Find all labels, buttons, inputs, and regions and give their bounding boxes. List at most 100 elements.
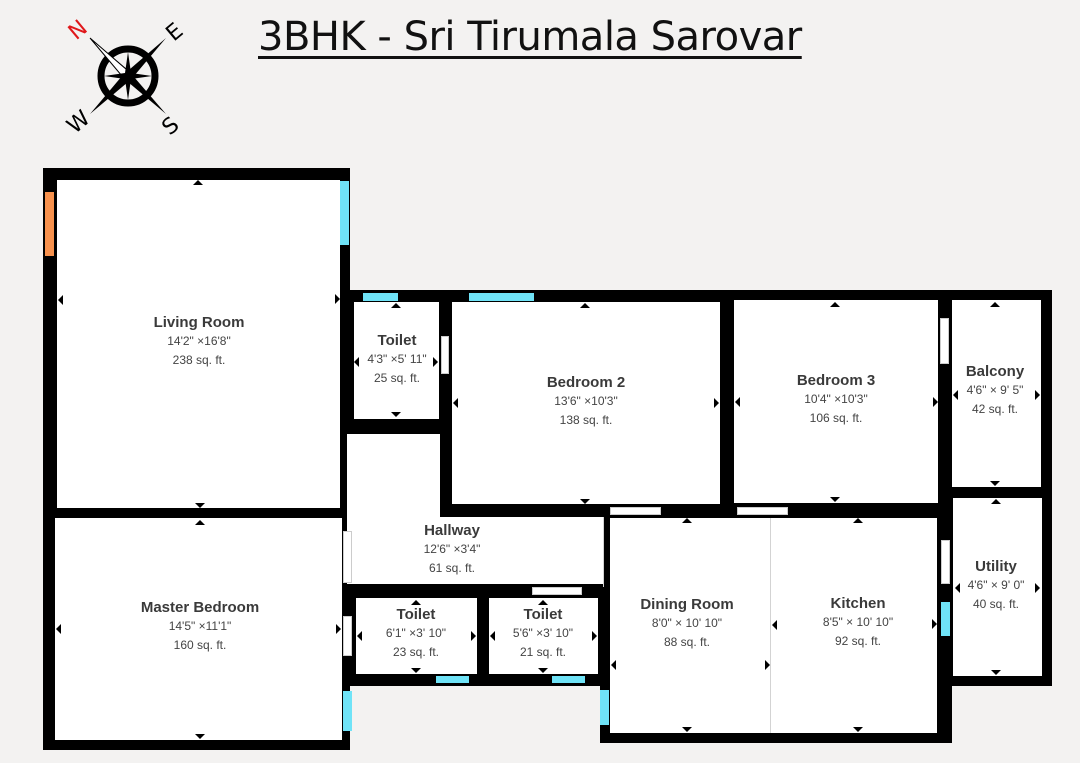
dimension-arrow-icon	[765, 660, 770, 670]
room-area: 21 sq. ft.	[519, 645, 567, 659]
room-label-bedroom-3: Bedroom 3 10'4" ×10'3" 106 sq. ft.	[797, 371, 875, 428]
room-name: Hallway	[424, 522, 480, 539]
room-area: 23 sq. ft.	[392, 645, 440, 659]
dimension-arrow-icon	[354, 357, 359, 367]
room-name: Toilet	[523, 606, 563, 623]
dimension-arrow-icon	[538, 668, 548, 673]
dimension-arrow-icon	[990, 481, 1000, 486]
dimension-arrow-icon	[932, 619, 937, 629]
room-living-room	[57, 180, 340, 508]
window-dining-room	[600, 690, 609, 725]
room-label-toilet-3: Toilet 5'6" ×3' 10" 21 sq. ft.	[513, 605, 573, 662]
dimension-arrow-icon	[1035, 583, 1040, 593]
room-name: Toilet	[396, 606, 436, 623]
dimension-arrow-icon	[336, 624, 341, 634]
dimension-arrow-icon	[195, 520, 205, 525]
room-name: Toilet	[377, 332, 417, 349]
dimension-arrow-icon	[335, 294, 340, 304]
dimension-arrow-icon	[411, 600, 421, 605]
dimension-arrow-icon	[580, 499, 590, 504]
window-living-room	[340, 181, 349, 245]
dimension-arrow-icon	[195, 503, 205, 508]
room-area: 25 sq. ft.	[373, 371, 421, 385]
room-balcony	[952, 300, 1041, 487]
dimension-arrow-icon	[592, 631, 597, 641]
room-bedroom-2	[452, 302, 720, 504]
dimension-arrow-icon	[391, 412, 401, 417]
room-name: Dining Room	[640, 596, 734, 613]
room-hallway-ext	[347, 517, 603, 584]
dimension-arrow-icon	[772, 620, 777, 630]
dimension-arrow-icon	[471, 631, 476, 641]
dimension-arrow-icon	[538, 600, 548, 605]
room-label-bedroom-2: Bedroom 2 13'6" ×10'3" 138 sq. ft.	[547, 373, 625, 430]
room-area: 61 sq. ft.	[428, 561, 476, 575]
room-dimensions: 14'5" ×11'1"	[168, 619, 232, 633]
room-dimensions: 5'6" ×3' 10"	[512, 626, 574, 640]
room-area: 160 sq. ft.	[173, 638, 227, 652]
room-dimensions: 8'0" × 10' 10"	[651, 616, 723, 630]
room-label-utility: Utility 4'6" × 9' 0" 40 sq. ft.	[968, 557, 1025, 614]
room-label-hallway: Hallway 12'6" ×3'4" 61 sq. ft.	[424, 521, 481, 578]
dimension-arrow-icon	[193, 180, 203, 185]
dimension-arrow-icon	[391, 303, 401, 308]
dimension-arrow-icon	[990, 302, 1000, 307]
entrance-door[interactable]	[45, 192, 54, 256]
door-bedroom-2[interactable]	[610, 507, 661, 515]
window-kitchen	[941, 602, 950, 636]
window-toilet-1	[363, 293, 398, 301]
door-master-bedroom-2[interactable]	[343, 616, 352, 656]
room-master-bedroom	[55, 518, 342, 740]
room-name: Bedroom 3	[796, 372, 876, 389]
window-toilet-2	[436, 676, 469, 683]
room-label-kitchen: Kitchen 8'5" × 10' 10" 92 sq. ft.	[823, 594, 893, 651]
dimension-arrow-icon	[714, 398, 719, 408]
dimension-arrow-icon	[58, 295, 63, 305]
dimension-arrow-icon	[991, 670, 1001, 675]
dimension-arrow-icon	[357, 631, 362, 641]
window-toilet-3	[552, 676, 585, 683]
room-dimensions: 8'5" × 10' 10"	[822, 615, 894, 629]
dimension-arrow-icon	[195, 734, 205, 739]
door-toilet-3[interactable]	[532, 587, 582, 595]
dimension-arrow-icon	[933, 397, 938, 407]
door-master-bedroom-1[interactable]	[343, 531, 352, 583]
dimension-arrow-icon	[830, 302, 840, 307]
dimension-arrow-icon	[735, 397, 740, 407]
room-kitchen	[771, 518, 937, 733]
room-dimensions: 14'2" ×16'8"	[167, 334, 231, 348]
dimension-arrow-icon	[490, 631, 495, 641]
room-area: 92 sq. ft.	[834, 634, 882, 648]
page-title: 3BHK - Sri Tirumala Sarovar	[258, 14, 802, 60]
room-area: 138 sq. ft.	[559, 413, 613, 427]
room-dimensions: 13'6" ×10'3"	[554, 394, 618, 408]
room-label-toilet-2: Toilet 6'1" ×3' 10" 23 sq. ft.	[386, 605, 446, 662]
door-balcony[interactable]	[940, 318, 949, 364]
room-area: 106 sq. ft.	[809, 411, 863, 425]
door-utility[interactable]	[941, 540, 950, 584]
dimension-arrow-icon	[611, 660, 616, 670]
room-label-master-bedroom: Master Bedroom 14'5" ×11'1" 160 sq. ft.	[141, 598, 259, 655]
door-toilet-1[interactable]	[441, 336, 449, 374]
window-bedroom-2	[469, 293, 534, 301]
room-name: Utility	[975, 558, 1017, 575]
dimension-arrow-icon	[433, 357, 438, 367]
dimension-arrow-icon	[682, 727, 692, 732]
room-toilet-3	[489, 598, 598, 674]
compass-rose: N E S W	[58, 16, 208, 143]
door-bedroom-3[interactable]	[737, 507, 788, 515]
dimension-arrow-icon	[411, 668, 421, 673]
room-area: 40 sq. ft.	[972, 597, 1020, 611]
dimension-arrow-icon	[580, 303, 590, 308]
room-area: 88 sq. ft.	[663, 635, 711, 649]
room-dimensions: 4'3" ×5' 11"	[367, 352, 427, 366]
room-dimensions: 6'1" ×3' 10"	[385, 626, 447, 640]
room-toilet-2	[356, 598, 477, 674]
dimension-arrow-icon	[853, 518, 863, 523]
room-name: Bedroom 2	[546, 374, 626, 391]
room-dimensions: 4'6" × 9' 5"	[966, 383, 1024, 397]
compass-rose-icon	[89, 37, 166, 114]
dimension-arrow-icon	[56, 624, 61, 634]
dimension-arrow-icon	[830, 497, 840, 502]
